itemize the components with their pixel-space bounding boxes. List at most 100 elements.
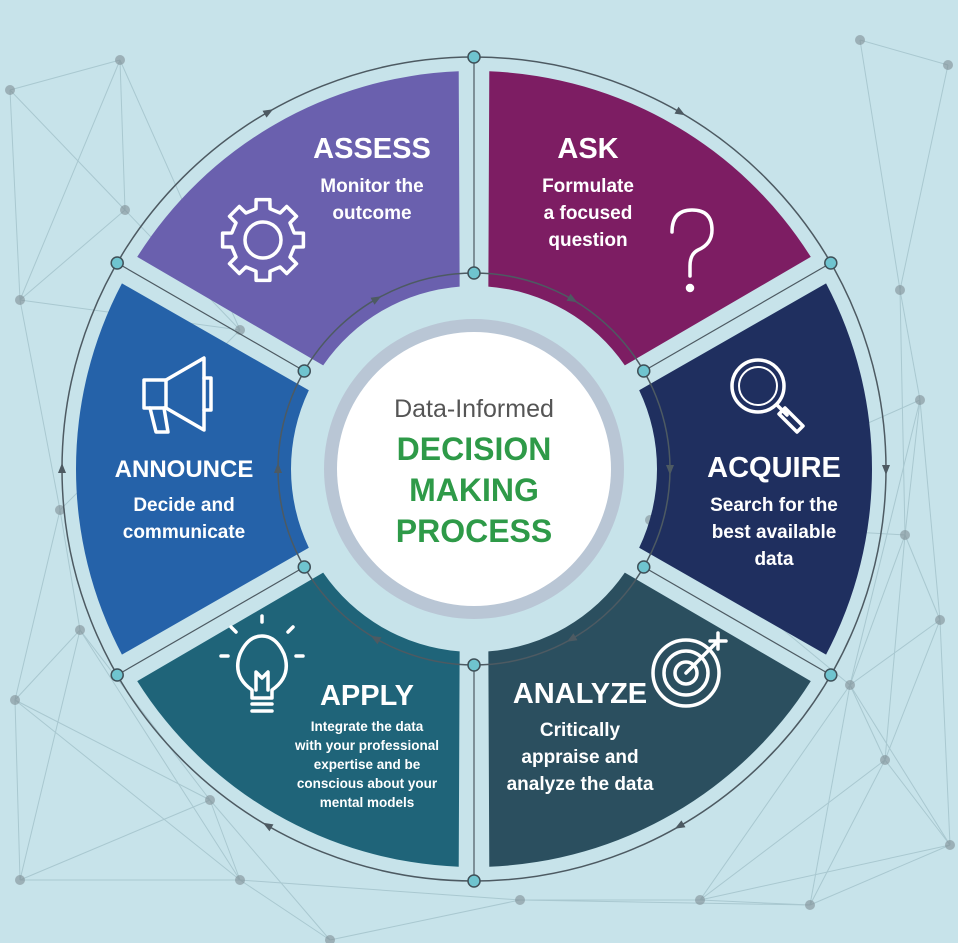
network-line (239, 879, 331, 941)
question-mark-icon (670, 208, 714, 293)
network-line (849, 684, 886, 761)
network-node (695, 895, 705, 905)
magnifier-icon (730, 358, 805, 434)
step-desc-line: Integrate the data (311, 719, 424, 734)
network-line (809, 759, 886, 906)
connector-line (643, 262, 832, 372)
segment-apply (137, 572, 460, 867)
center-title: Data-Informed DECISION MAKING PROCESS (324, 319, 624, 619)
step-desc-line: outcome (332, 203, 411, 224)
network-line (699, 759, 886, 901)
network-line (9, 89, 21, 301)
network-node (515, 895, 525, 905)
step-desc-line: Search for the (710, 495, 838, 516)
network-line (19, 209, 126, 301)
center-circle (337, 332, 611, 606)
arrow-icon (674, 106, 686, 116)
network-line (329, 899, 521, 941)
arrow-icon (666, 465, 674, 475)
arrow-icon (58, 463, 66, 473)
network-node (943, 60, 953, 70)
megaphone-icon (142, 356, 213, 434)
network-line (809, 844, 951, 906)
network-line (939, 619, 951, 846)
step-desc-line: with your professional (294, 738, 439, 753)
network-line (14, 699, 211, 801)
connector-line (116, 566, 305, 676)
network-line (9, 89, 126, 211)
network-line (809, 684, 851, 906)
node-dot (467, 874, 481, 888)
arrow-icon (262, 822, 274, 832)
connector-line (643, 566, 832, 676)
segment-ask (488, 71, 811, 366)
network-node (15, 875, 25, 885)
network-line (849, 534, 906, 686)
step-desc-line: communicate (123, 522, 245, 543)
node-dot (297, 560, 312, 574)
network-line (849, 399, 921, 686)
step-acquire: ACQUIRE Search for the best available da… (707, 358, 841, 570)
network-line (904, 399, 921, 536)
step-desc-line: analyze the data (507, 774, 654, 795)
network-line (14, 509, 61, 701)
network-node (115, 55, 125, 65)
node-dot (110, 668, 124, 682)
center-title-line: DECISION (397, 431, 552, 467)
node-dot (636, 560, 651, 574)
network-line (849, 684, 951, 846)
node-dot (110, 256, 124, 270)
gear-icon (220, 197, 306, 283)
arrow-icon (370, 296, 382, 305)
node-dot (636, 364, 651, 378)
arrow-icon (370, 635, 382, 645)
segment-acquire (639, 283, 872, 655)
step-desc-line: expertise and be (314, 757, 421, 772)
arrow-icon (262, 109, 274, 118)
network-line (884, 759, 951, 846)
network-line (59, 509, 81, 631)
network-line (19, 799, 211, 881)
step-title: ASK (557, 133, 618, 165)
network-line (19, 299, 61, 511)
network-line (884, 534, 906, 761)
node-dot (824, 668, 838, 682)
segment-announce (76, 283, 309, 655)
step-title: ANALYZE (513, 678, 647, 710)
arrow-icon (882, 465, 890, 475)
network-line (119, 59, 126, 211)
network-line (14, 629, 81, 701)
step-ask: ASK Formulate a focused question (542, 133, 714, 293)
network-node (235, 875, 245, 885)
network-node (880, 755, 890, 765)
network-line (79, 629, 241, 881)
step-desc-line: question (548, 230, 627, 251)
step-desc-line: mental models (320, 795, 415, 810)
center-title-line: PROCESS (396, 513, 552, 549)
node-dot (467, 50, 481, 64)
network-line (919, 399, 941, 621)
network-node (915, 395, 925, 405)
network-line (239, 879, 521, 901)
network-node (805, 900, 815, 910)
lightbulb-icon (219, 614, 305, 713)
network-node (75, 625, 85, 635)
node-dot (824, 256, 838, 270)
network-line (699, 844, 951, 901)
network-node (945, 840, 955, 850)
arrow-icon (274, 463, 282, 473)
arrow-icon (566, 293, 578, 303)
arrow-icon (674, 820, 686, 829)
network-line (899, 64, 949, 291)
network-node (205, 795, 215, 805)
network-node (55, 505, 65, 515)
step-desc-line: best available (712, 522, 837, 543)
network-node (10, 695, 20, 705)
segment-assess (137, 71, 460, 366)
arrow-icon (566, 633, 578, 642)
step-desc-line: Critically (540, 720, 621, 741)
network-node (845, 680, 855, 690)
step-desc-line: a focused (544, 203, 633, 224)
segments (76, 71, 872, 867)
